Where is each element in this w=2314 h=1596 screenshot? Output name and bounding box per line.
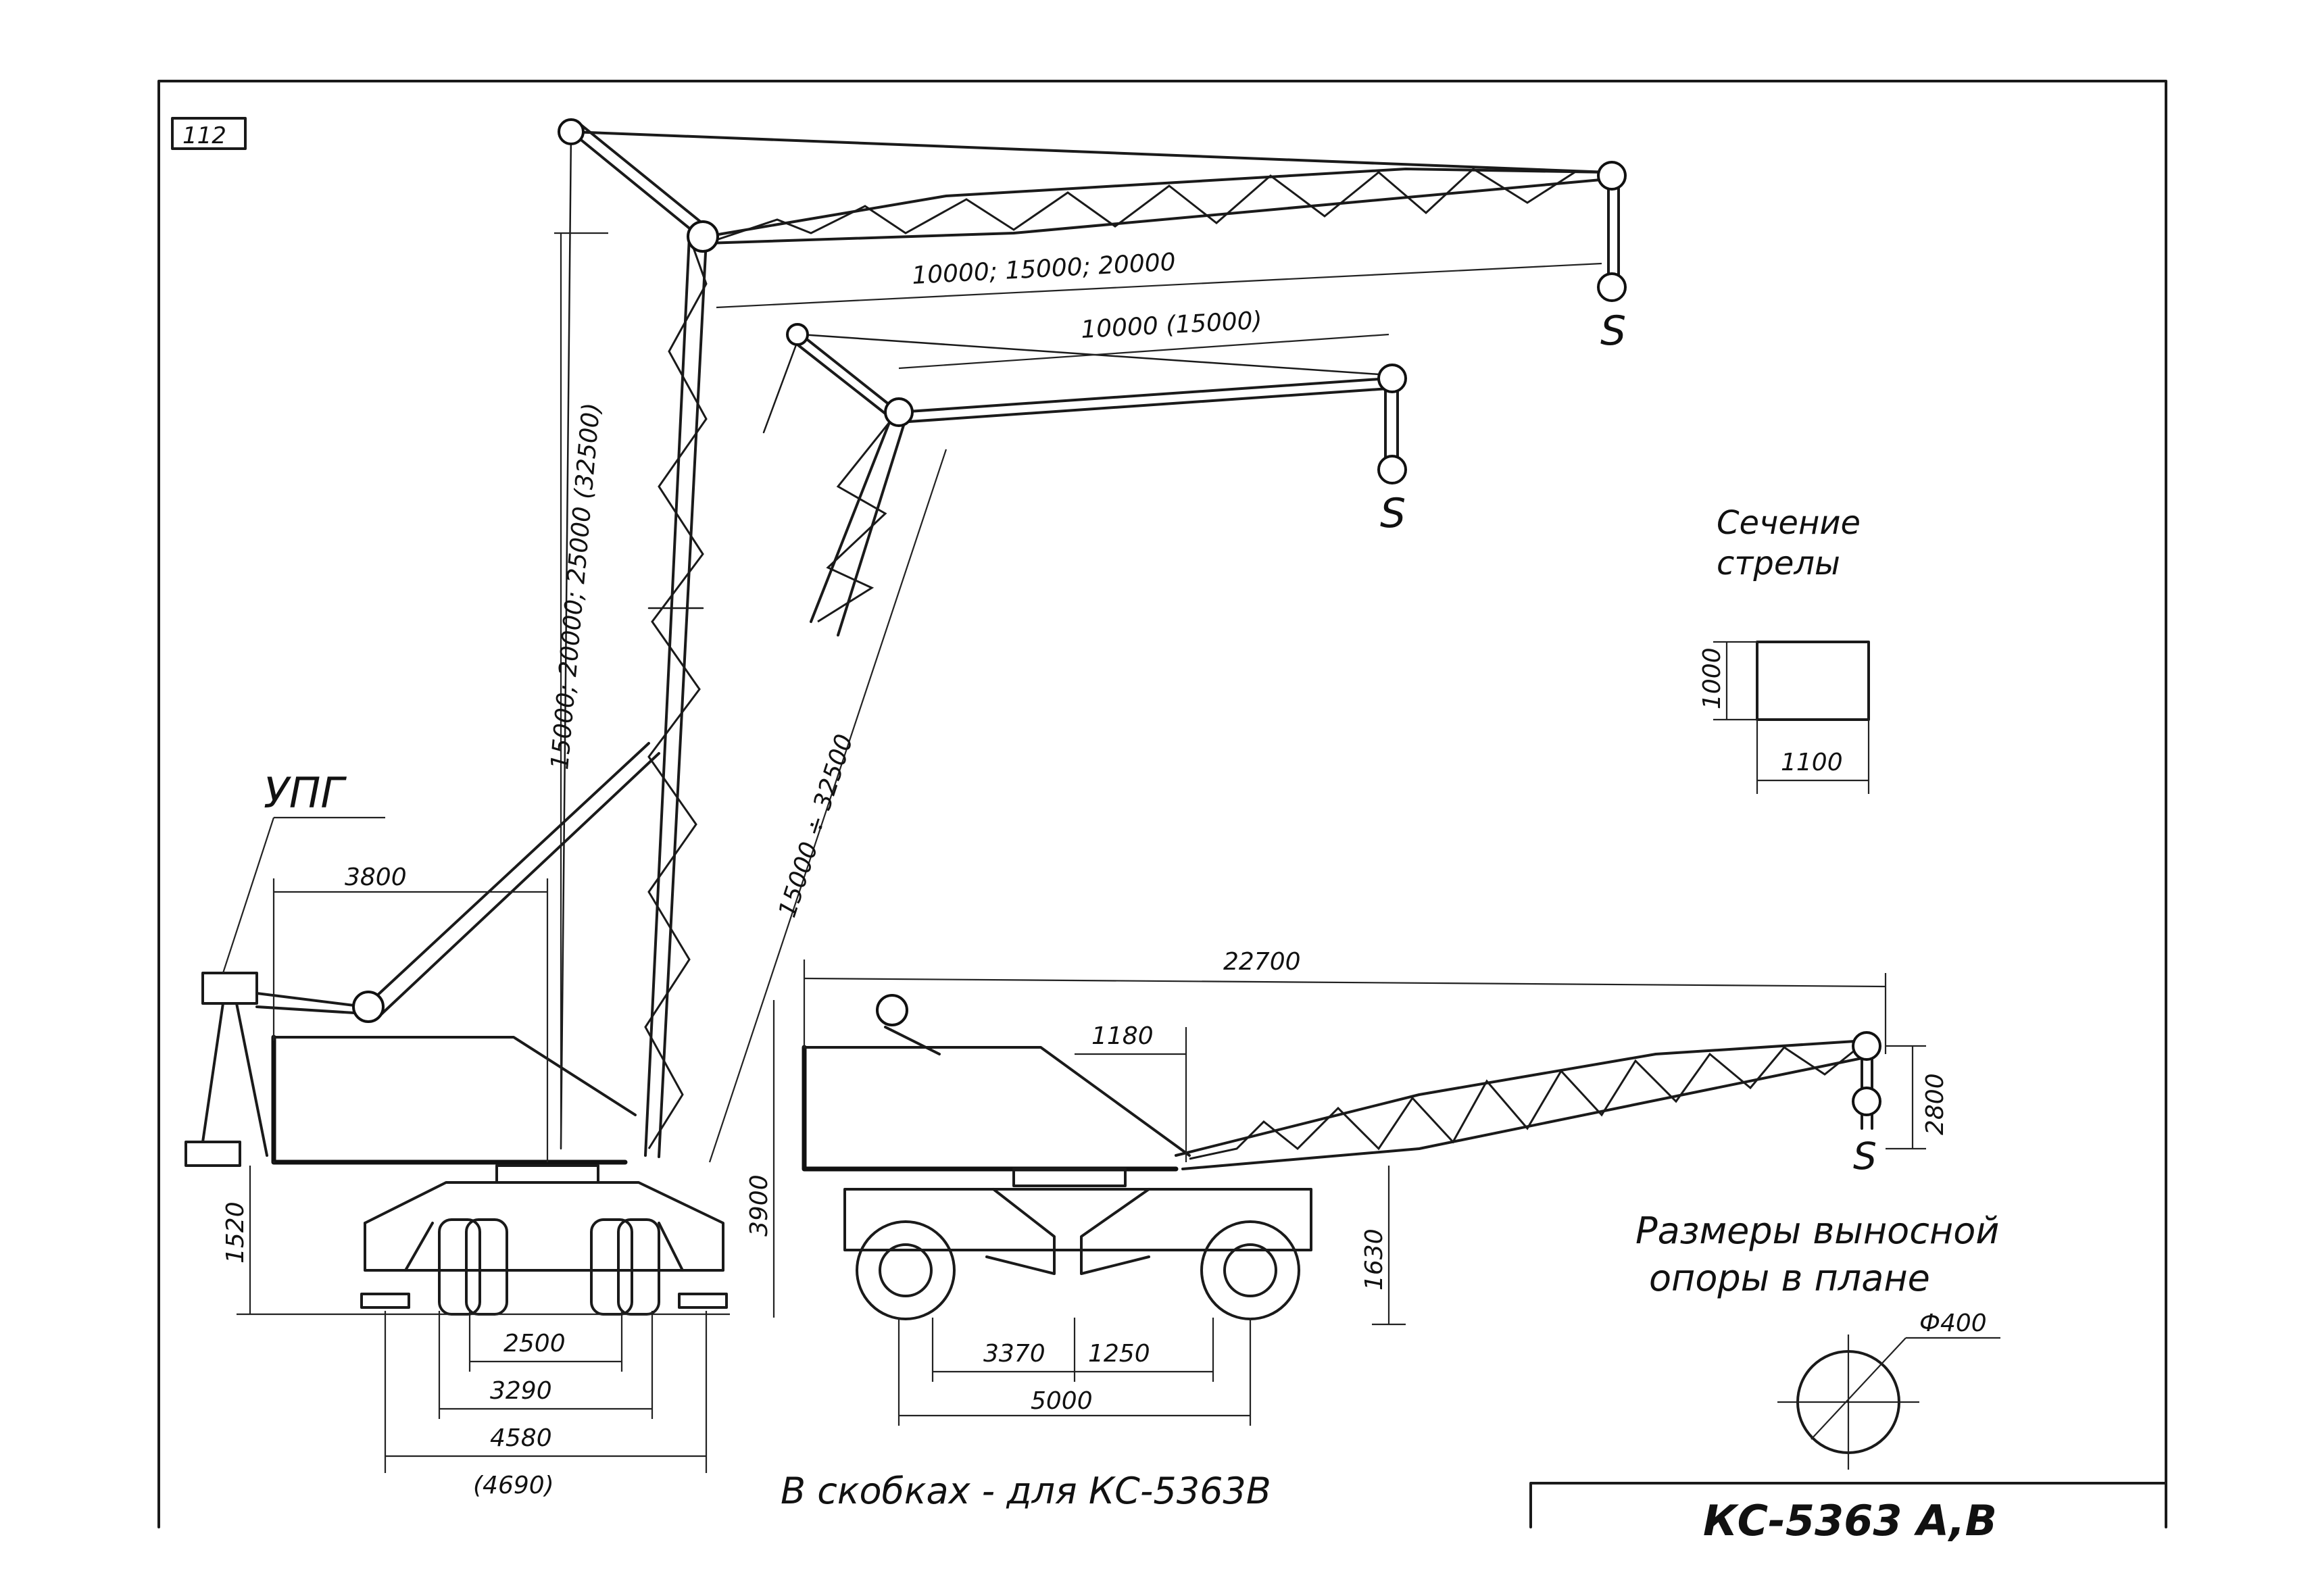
dim-wheelbase: 5000 [1031,1387,1093,1415]
label-outrigger-2: опоры в плане [1649,1257,1930,1299]
dim-hook-height: 2800 [1921,1073,1949,1135]
dim-tower-heights: 15000; 20000; 25000 (32500) [546,402,606,771]
dim-base-height: 1520 [222,1201,249,1264]
outrigger-pad-detail [1777,1335,2000,1470]
label-footnote: В скобках - для КС-5363В [781,1470,1271,1512]
dim-track-outer: 3290 [490,1377,552,1405]
stamp-title: КС-5363 А,В [1703,1496,1997,1545]
dimension-lines [222,232,1926,1473]
dim-upg-reach: 3800 [345,864,407,891]
dimension-values: 10000; 15000; 20000 10000 (15000) 15000;… [222,249,1987,1499]
sheet-number: 112 [182,122,226,149]
dim-axle-a: 3370 [983,1340,1045,1368]
dim-jib-lengths: 10000; 15000; 20000 [911,249,1176,290]
svg-text:S: S [1380,490,1406,537]
transport-view: S [802,994,1881,1320]
dim-frame-height: 1630 [1360,1228,1388,1291]
svg-text:S: S [1853,1134,1877,1178]
dim-transport-length: 22700 [1223,948,1301,976]
label-boom-section-2: стрелы [1717,545,1840,582]
boom-section-detail [1713,641,1870,794]
label-boom-section-1: Сечение [1717,504,1861,542]
dim-axle-b: 1250 [1088,1340,1150,1368]
dim-transport-height: 3900 [745,1174,773,1237]
title-block: КС-5363 А,В [1529,1482,2167,1545]
dim-boom-range: 15000 ÷ 32500 [774,731,859,921]
dim-track-inner: 2500 [503,1330,566,1357]
dim-base-width: 4580 [490,1424,552,1452]
svg-text:S: S [1600,307,1626,355]
label-upg: УПГ [264,768,347,818]
drawing-labels: УПГ Сечение стрелы Размеры выносной опор… [264,504,1999,1512]
tower-crane-view: S S [184,118,1627,1316]
dim-section-width: 1100 [1781,749,1843,776]
dim-section-height: 1000 [1698,647,1726,709]
dim-cab-offset: 1180 [1091,1022,1154,1050]
dim-base-width-alt: (4690) [473,1472,554,1499]
label-outrigger-1: Размеры выносной [1635,1210,1999,1252]
sheet-frame: 112 [157,80,2167,1528]
dim-pad-diameter: Ф400 [1919,1310,1987,1337]
dim-short-jib: 10000 (15000) [1080,307,1262,344]
